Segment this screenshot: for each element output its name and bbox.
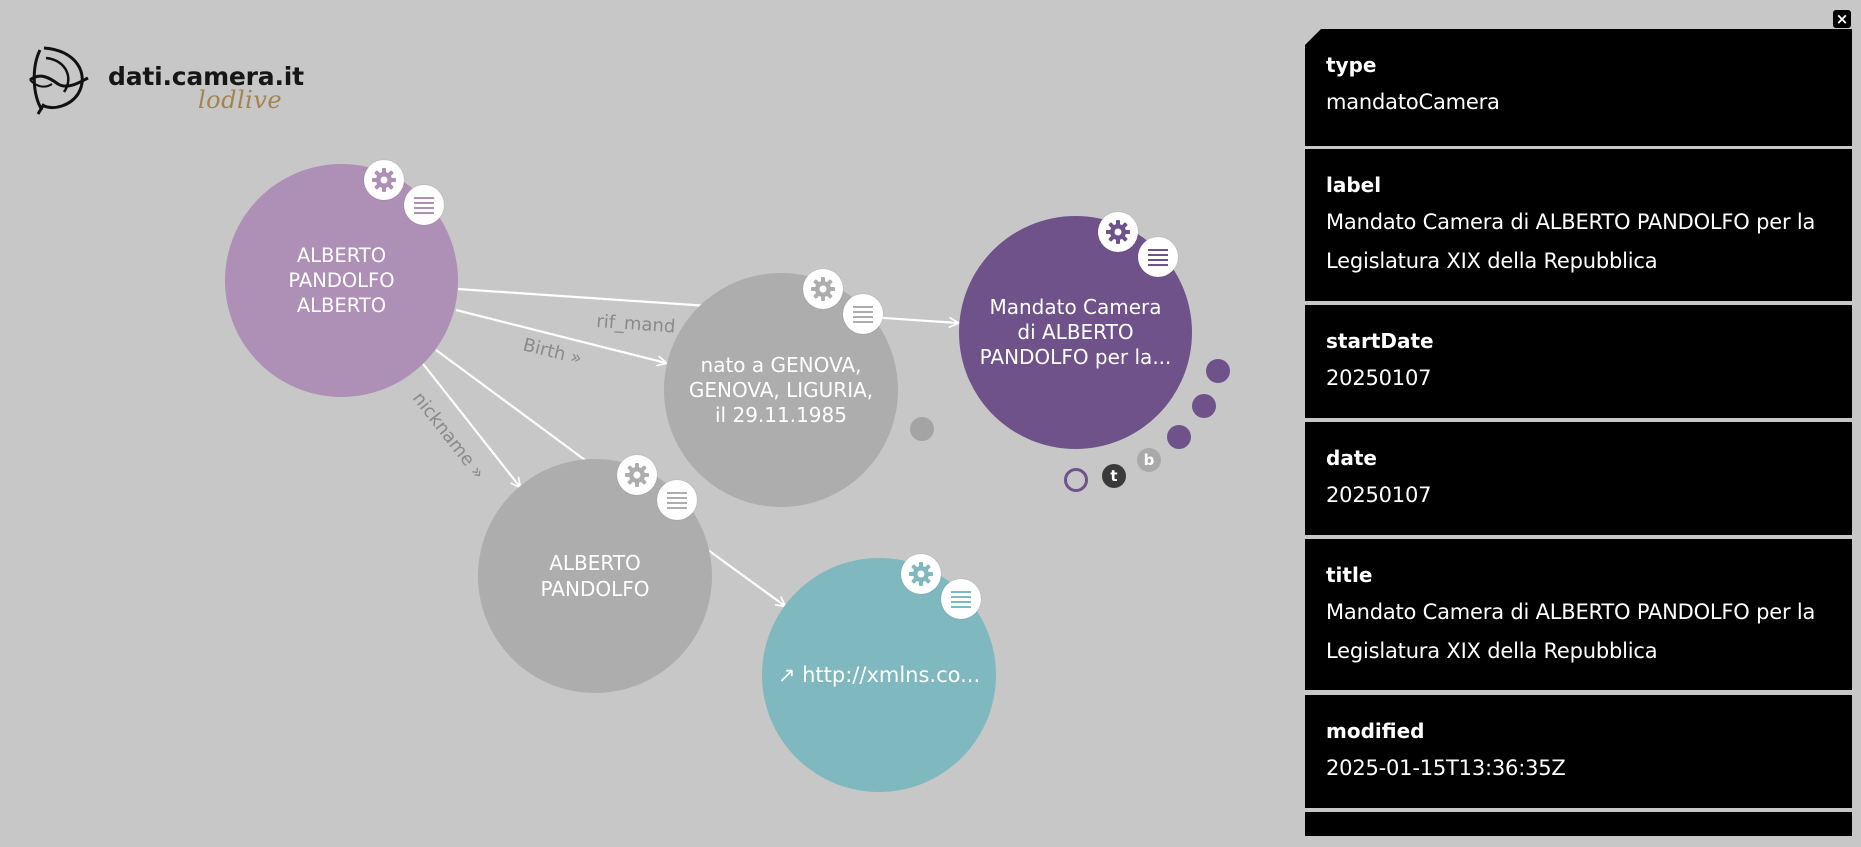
property-row-type: type mandatoCamera — [1305, 29, 1852, 146]
node-label: nato a GENOVA, GENOVA, LIGURIA, il 29.11… — [688, 352, 874, 427]
edge-label-nickname: nickname » — [408, 388, 489, 483]
node-xmlns-settings-button[interactable] — [901, 554, 941, 594]
list-icon — [1148, 249, 1168, 266]
property-row-startdate: startDate 20250107 — [1305, 305, 1852, 418]
node-mandate-settings-button[interactable] — [1098, 212, 1138, 252]
close-icon[interactable]: × — [1833, 10, 1851, 28]
node-label: ALBERTO PANDOLFO ALBERTO — [288, 244, 395, 317]
node-birth-settings-button[interactable] — [803, 269, 843, 309]
property-row-date: date 20250107 — [1305, 422, 1852, 535]
property-row-label: label Mandato Camera di ALBERTO PANDOLFO… — [1305, 149, 1852, 301]
gear-icon — [625, 463, 649, 487]
node-person-list-button[interactable] — [657, 480, 697, 520]
node-deputy-settings-button[interactable] — [364, 160, 404, 200]
property-value: 20250107 — [1326, 366, 1432, 390]
node-birth-list-button[interactable] — [843, 294, 883, 334]
mandate-t-button[interactable]: t — [1102, 464, 1126, 488]
property-key: title — [1326, 563, 1373, 587]
edge-birth — [455, 308, 666, 363]
node-xmlns-list-button[interactable] — [941, 579, 981, 619]
gear-icon — [1106, 220, 1130, 244]
property-value: Mandato Camera di ALBERTO PANDOLFO per l… — [1326, 600, 1816, 663]
gear-icon — [811, 277, 835, 301]
mandate-relation-dot[interactable] — [1167, 425, 1191, 449]
mandate-b-button[interactable]: b — [1137, 448, 1161, 472]
logo-emblem-icon — [29, 46, 89, 115]
property-key: type — [1326, 53, 1377, 77]
details-panel: type mandatoCamera label Mandato Camera … — [1305, 29, 1852, 836]
node-xmlns[interactable]: ↗ http://xmlns.co... — [762, 558, 996, 792]
property-value: mandatoCamera — [1326, 90, 1500, 114]
property-row-modified: modified 2025-01-15T13:36:35Z — [1305, 695, 1852, 808]
property-row-title: title Mandato Camera di ALBERTO PANDOLFO… — [1305, 539, 1852, 690]
node-label: ALBERTO PANDOLFO — [540, 551, 650, 601]
mandate-relation-dot[interactable] — [1206, 359, 1230, 383]
birth-relation-dot[interactable] — [910, 417, 934, 441]
node-label: Mandato Camera di ALBERTO PANDOLFO per l… — [979, 295, 1172, 369]
gear-icon — [372, 168, 396, 192]
property-key: label — [1326, 173, 1382, 197]
edge-label-rif-mandato: rif_mand — [596, 311, 676, 337]
logo: dati.camera.it lodlive — [28, 44, 304, 120]
node-person-settings-button[interactable] — [617, 455, 657, 495]
node-deputy-list-button[interactable] — [404, 185, 444, 225]
property-value: 2025-01-15T13:36:35Z — [1326, 756, 1566, 780]
logo-subtitle: lodlive — [198, 86, 283, 114]
list-icon — [667, 492, 687, 509]
node-mandate-list-button[interactable] — [1138, 237, 1178, 277]
edge-deputy-person — [435, 349, 586, 461]
gear-icon — [909, 562, 933, 586]
property-value: 20250107 — [1326, 483, 1432, 507]
list-icon — [853, 306, 873, 323]
property-key: startDate — [1326, 329, 1434, 353]
node-label: ↗ http://xmlns.co... — [777, 663, 981, 687]
mandate-ring-button[interactable] — [1064, 468, 1088, 492]
property-value: Mandato Camera di ALBERTO PANDOLFO per l… — [1326, 210, 1816, 273]
mandate-relation-dot[interactable] — [1192, 394, 1216, 418]
list-icon — [951, 591, 971, 608]
property-row-more — [1305, 812, 1852, 836]
edge-person-xmlns — [707, 549, 785, 606]
edge-nickname — [419, 359, 520, 487]
logo-title: dati.camera.it — [108, 62, 304, 91]
list-icon — [414, 197, 434, 214]
property-key: modified — [1326, 719, 1425, 743]
property-key: date — [1326, 446, 1377, 470]
node-mandate[interactable]: Mandato Camera di ALBERTO PANDOLFO per l… — [959, 216, 1192, 449]
